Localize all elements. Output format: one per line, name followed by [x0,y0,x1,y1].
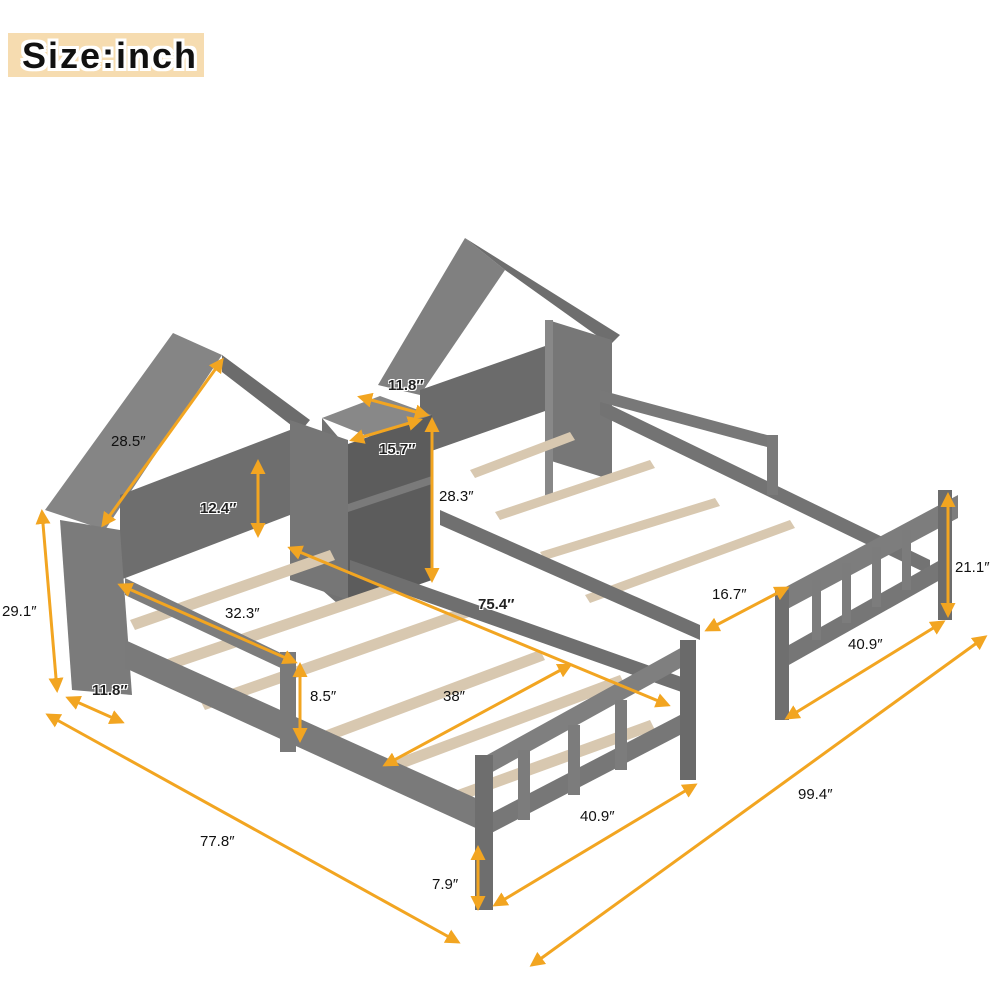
dim-gap-between-beds: 16.7″ [712,586,747,603]
dim-footboard-width-right: 40.9″ [848,636,883,653]
size-unit-badge: Size:inch [8,33,204,77]
dim-leg-clearance: 7.9″ [432,876,459,893]
dim-footboard-width-left: 40.9″ [580,808,615,825]
dimension-arrows [35,357,988,967]
dim-headboard-depth: 11.8″ [92,682,128,699]
dim-headboard-panel-height: 12.4″ [200,500,237,517]
dim-shelf-depth: 11.8″ [388,377,424,394]
dim-roof-length: 28.5″ [111,433,146,450]
dim-shelf-height: 28.3″ [439,488,474,505]
dim-slat-length: 38″ [443,688,465,705]
dim-guardrail-height: 8.5″ [310,688,337,705]
dim-overall-length: 77.8″ [200,833,235,850]
dim-footboard-height: 21.1″ [955,559,990,576]
dim-overall-width: 99.4″ [798,786,833,803]
size-unit-label: Size:inch [22,35,199,76]
dim-guardrail-length: 32.3″ [225,605,260,622]
dim-bed-length-inner: 75.4″ [478,596,515,613]
dim-headboard-height: 29.1″ [2,603,37,620]
dim-shelf-width: 15.7″ [379,441,416,458]
